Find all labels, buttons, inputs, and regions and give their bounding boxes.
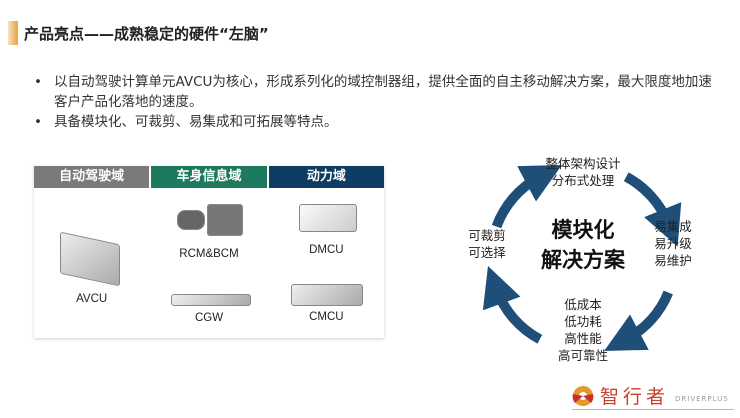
product-label: RCM&BCM [179, 248, 239, 260]
label-line: 分布式处理 [551, 173, 615, 188]
cycle-label-top: 整体架构设计分布式处理 [533, 155, 633, 189]
cycle-arrow-arc [491, 165, 562, 229]
bullet-list: 以自动驾驶计算单元AVCU为核心，形成系列化的域控制器组，提供全面的自主移动解决… [32, 72, 722, 132]
bcm-image [207, 204, 244, 236]
label-line: 低功耗 [564, 314, 602, 329]
cycle-center-text: 模块化 解决方案 [528, 215, 638, 275]
cycle-ring [482, 165, 682, 351]
cmcu-image [290, 284, 363, 306]
cycle-arrow-arc [623, 172, 682, 247]
product-label: CMCU [309, 311, 344, 323]
domain-table: 自动驾驶域 AVCU 车身信息域 RCM&BCM CGW 动力域 DMCU CM… [34, 166, 384, 338]
cycle-arrow-arc [604, 290, 673, 351]
domain-header: 动力域 [268, 166, 384, 188]
label-line: 低成本 [564, 297, 602, 312]
domain-column-power: 动力域 DMCU CMCU [268, 166, 384, 338]
logo-icon [572, 385, 594, 406]
label-line: 易维护 [654, 253, 692, 268]
center-line: 解决方案 [541, 248, 625, 272]
dmcu-image [298, 204, 357, 232]
rcm-image [177, 210, 206, 230]
avcu-image [60, 231, 120, 287]
cycle-label-bottom: 低成本低功耗高性能高可靠性 [543, 296, 623, 364]
bullet-item: 具备模块化、可裁剪、易集成和可拓展等特点。 [32, 112, 722, 132]
label-line: 可选择 [468, 245, 506, 260]
label-line: 可裁剪 [468, 228, 506, 243]
product-label: CGW [194, 312, 224, 324]
domain-column-body: 车身信息域 RCM&BCM CGW [151, 166, 267, 338]
company-logo: 智行者 DRIVERPLUS [572, 382, 729, 409]
center-line: 模块化 [551, 218, 615, 242]
product-label: AVCU [76, 293, 108, 305]
cycle-arrow-arc [482, 265, 543, 344]
cgw-image [171, 294, 252, 306]
logo-en: DRIVERPLUS [675, 394, 729, 403]
logo-underline [572, 409, 734, 410]
label-line: 整体架构设计 [545, 156, 621, 171]
cycle-label-left: 可裁剪可选择 [462, 227, 512, 261]
label-line: 易集成 [654, 219, 692, 234]
domain-column-autonomous: 自动驾驶域 AVCU [34, 166, 150, 338]
label-line: 高性能 [564, 331, 602, 346]
domain-header: 自动驾驶域 [34, 166, 150, 188]
logo-name: 智行者 [600, 386, 670, 408]
label-line: 高可靠性 [557, 348, 608, 363]
product-label: DMCU [309, 244, 344, 256]
page-title: 产品亮点——成熟稳定的硬件“左脑” [24, 25, 269, 43]
domain-header: 车身信息域 [151, 166, 267, 188]
label-line: 易升级 [654, 236, 692, 251]
cycle-label-right: 易集成易升级易维护 [650, 218, 696, 269]
title-accent-bar [8, 21, 18, 45]
bullet-item: 以自动驾驶计算单元AVCU为核心，形成系列化的域控制器组，提供全面的自主移动解决… [32, 72, 722, 112]
